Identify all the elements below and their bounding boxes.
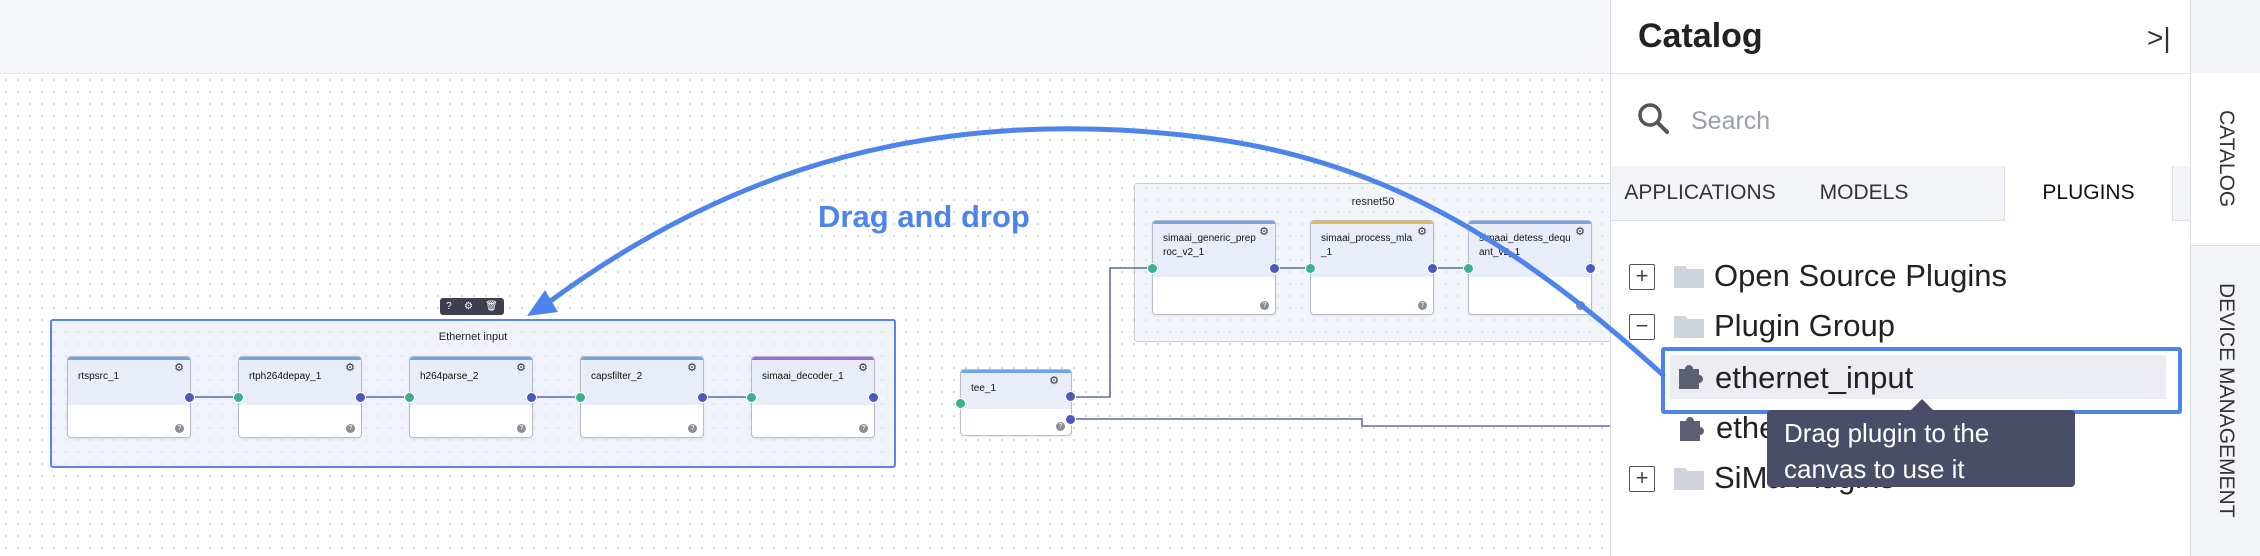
drag-tooltip: Drag plugin to the canvas to use it	[1767, 410, 2075, 487]
help-icon[interactable]: ?	[1056, 422, 1065, 431]
side-tab-device-management[interactable]: DEVICE MANAGEMENT	[2215, 283, 2238, 518]
tooltip-arrow	[1911, 399, 1933, 410]
expand-icon[interactable]: +	[1629, 264, 1655, 290]
search-input[interactable]	[1689, 100, 2133, 142]
help-icon[interactable]: ?	[1576, 301, 1585, 310]
search-bar	[1611, 73, 2191, 167]
catalog-panel: Catalog >| APPLICATIONS MODELS PLUGINS +…	[1610, 0, 2191, 556]
panel-title: Catalog	[1638, 17, 1763, 55]
gear-icon[interactable]: ⚙	[1417, 226, 1427, 238]
gear-icon[interactable]: ⚙	[1259, 226, 1269, 238]
output-port[interactable]	[1269, 263, 1280, 274]
tree-item-label: Plugin Group	[1714, 308, 1895, 343]
tree-item-open-source-plugins[interactable]: + Open Source Plugins	[1611, 252, 2171, 300]
node-label: capsfilter_2	[591, 371, 643, 382]
output-port[interactable]	[1585, 263, 1596, 274]
tree-item-label: ethernet_input	[1715, 360, 1914, 395]
node-detess-dequant[interactable]: simaai_detess_dequant_v2_1 ⚙ ?	[1468, 220, 1592, 315]
group-toolbar: ? ⚙ 🗑	[440, 298, 504, 315]
input-port[interactable]	[404, 392, 415, 403]
group-title: Ethernet input	[438, 331, 508, 343]
folder-icon	[1674, 316, 1704, 338]
tab-applications[interactable]: APPLICATIONS	[1624, 181, 1776, 204]
output-port[interactable]	[868, 392, 879, 403]
catalog-tabs: APPLICATIONS MODELS PLUGINS	[1611, 166, 2191, 221]
input-port[interactable]	[233, 392, 244, 403]
drag-and-drop-annotation: Drag and drop	[818, 199, 1030, 234]
collapse-icon[interactable]: −	[1629, 314, 1655, 340]
node-label: simaai_generic_preproc_v2_1	[1163, 233, 1256, 258]
node-label: rtph264depay_1	[249, 371, 322, 382]
help-icon[interactable]: ?	[688, 424, 697, 433]
tree-item-ethernet-input-partial[interactable]: ethe	[1611, 404, 2171, 452]
help-icon[interactable]: ?	[446, 301, 452, 312]
node-h264parse[interactable]: h264parse_2 ⚙ ?	[409, 356, 533, 438]
tree-item-label: ethe	[1716, 410, 1777, 445]
edge-tee-out	[1071, 418, 1610, 427]
output-port[interactable]	[526, 392, 537, 403]
gear-icon[interactable]: ⚙	[858, 362, 868, 374]
input-port[interactable]	[1147, 263, 1158, 274]
help-icon[interactable]: ?	[1418, 301, 1427, 310]
folder-icon	[1674, 266, 1704, 288]
node-capsfilter[interactable]: capsfilter_2 ⚙ ?	[580, 356, 704, 438]
node-process-mla[interactable]: simaai_process_mla_1 ⚙ ?	[1310, 220, 1434, 315]
search-icon	[1638, 103, 1669, 134]
gear-icon[interactable]: ⚙	[1575, 226, 1585, 238]
input-port[interactable]	[575, 392, 586, 403]
puzzle-icon	[1679, 365, 1703, 389]
node-rtph264depay[interactable]: rtph264depay_1 ⚙ ?	[238, 356, 362, 438]
tree-item-plugin-group[interactable]: − Plugin Group	[1611, 302, 2171, 350]
edge-tee-preproc	[1071, 267, 1150, 398]
output-port[interactable]	[355, 392, 366, 403]
gear-icon[interactable]: ⚙	[174, 362, 184, 374]
output-port[interactable]	[697, 392, 708, 403]
help-icon[interactable]: ?	[1260, 301, 1269, 310]
puzzle-icon	[1680, 417, 1704, 441]
help-icon[interactable]: ?	[346, 424, 355, 433]
gear-icon[interactable]: ⚙	[463, 301, 473, 312]
input-port[interactable]	[955, 398, 966, 409]
tab-models[interactable]: MODELS	[1819, 181, 1909, 204]
output-port[interactable]	[1065, 391, 1076, 402]
tree-item-label: Open Source Plugins	[1714, 258, 2007, 293]
node-label: tee_1	[971, 383, 997, 394]
expand-icon[interactable]: +	[1629, 466, 1655, 492]
node-simaai-decoder[interactable]: simaai_decoder_1 ⚙ ?	[751, 356, 875, 438]
input-port[interactable]	[746, 392, 757, 403]
side-tab-catalog[interactable]: CATALOG	[2191, 73, 2260, 246]
gear-icon[interactable]: ⚙	[345, 362, 355, 374]
folder-icon	[1674, 468, 1704, 490]
selected-row-bg	[1670, 355, 2166, 399]
trash-icon[interactable]: 🗑	[485, 301, 498, 312]
help-icon[interactable]: ?	[859, 424, 868, 433]
output-port[interactable]	[184, 392, 195, 403]
node-label: rtspsrc_1	[78, 371, 120, 382]
input-port[interactable]	[1463, 263, 1474, 274]
gear-icon[interactable]: ⚙	[1049, 375, 1059, 387]
node-label: h264parse_2	[420, 371, 479, 382]
collapse-panel-icon[interactable]: >|	[2147, 22, 2171, 53]
canvas-top-bar	[0, 0, 1610, 74]
node-label: simaai_detess_dequant_v2_1	[1479, 233, 1571, 258]
node-label: simaai_process_mla_1	[1321, 233, 1413, 258]
node-label: simaai_decoder_1	[762, 371, 844, 382]
node-rtspsrc[interactable]: rtspsrc_1 ⚙ ?	[67, 356, 191, 438]
output-port[interactable]	[1427, 263, 1438, 274]
input-port[interactable]	[1305, 263, 1316, 274]
help-icon[interactable]: ?	[517, 424, 526, 433]
node-tee[interactable]: tee_1 ⚙ ?	[960, 369, 1072, 436]
side-tabs: CATALOG DEVICE MANAGEMENT	[2190, 0, 2260, 556]
gear-icon[interactable]: ⚙	[516, 362, 526, 374]
output-port[interactable]	[1065, 414, 1076, 425]
node-preproc[interactable]: simaai_generic_preproc_v2_1 ⚙ ?	[1152, 220, 1276, 315]
gear-icon[interactable]: ⚙	[687, 362, 697, 374]
tab-plugins[interactable]: PLUGINS	[2004, 166, 2173, 221]
help-icon[interactable]: ?	[175, 424, 184, 433]
